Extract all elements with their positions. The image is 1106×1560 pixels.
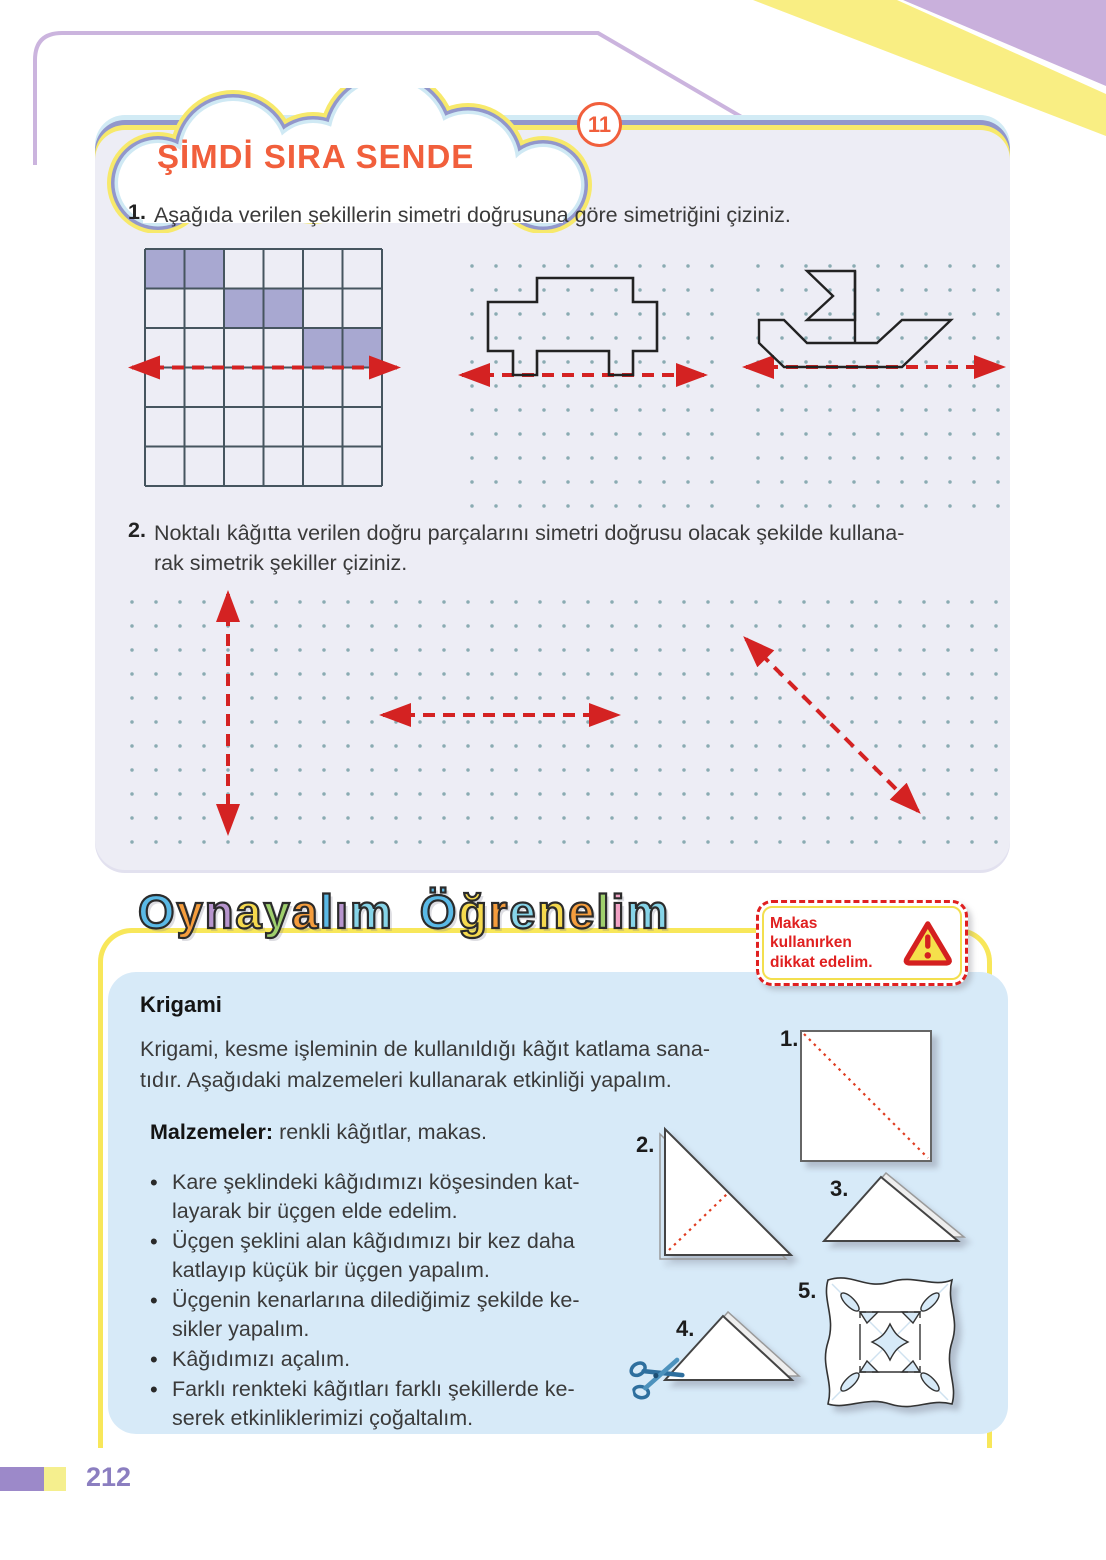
warning-inner: Makas kullanırken dikkat edelim. bbox=[762, 906, 962, 980]
question-2: 2. Noktalı kâğıtta verilen doğru parçala… bbox=[128, 518, 1008, 578]
question-2-line1: Noktalı kâğıtta verilen doğru parçaların… bbox=[153, 521, 905, 545]
intro-line1: Krigami, kesme işleminin de kullanıldığı… bbox=[140, 1037, 711, 1061]
page-frame-line bbox=[33, 31, 764, 165]
intro-line2: tıdır. Aşağıdaki malzemeleri kullanarak … bbox=[140, 1068, 672, 1092]
exercise-panel: ŞİMDİ SIRA SENDE 11 1. Aşağıda verilen ş… bbox=[95, 88, 1010, 870]
step-3-folded-triangle-figure bbox=[821, 1171, 967, 1242]
grid-symmetry-figure bbox=[128, 248, 401, 487]
question-1-text: Aşağıda verilen şekillerin simetri doğru… bbox=[153, 203, 791, 227]
warning-text: Makas kullanırken dikkat edelim. bbox=[770, 914, 873, 971]
list-item: Üçgen şeklini alan kâğıdımızı bir kez da… bbox=[142, 1227, 682, 1285]
car-outline bbox=[486, 276, 659, 377]
question-2-text: Noktalı kâğıtta verilen doğru parçaların… bbox=[154, 518, 904, 578]
step-3-label: 3. bbox=[830, 1176, 849, 1201]
activity-panel: Krigami Krigami, kesme işleminin de kull… bbox=[108, 972, 1008, 1434]
question-2-number: 2. bbox=[128, 518, 146, 542]
activity-heading: Krigami bbox=[140, 992, 222, 1017]
bubble-word-2: Öğrenelim bbox=[419, 884, 671, 939]
dotted-drawing-area bbox=[112, 582, 1002, 858]
fold-line bbox=[803, 1033, 929, 1159]
purple-band bbox=[903, 0, 1106, 86]
cutouts bbox=[840, 1292, 940, 1392]
bubble-word-1: Oynayalım bbox=[137, 884, 394, 939]
cloud-decoration bbox=[107, 88, 592, 233]
step-4-label: 4. bbox=[676, 1316, 695, 1341]
boat-outline bbox=[757, 269, 954, 369]
diagonal-axis-arrow bbox=[743, 636, 921, 814]
question-2-line2: rak simetrik şekiller çiziniz. bbox=[153, 551, 408, 575]
materials-line: Malzemeler: renkli kâğıtlar, makas. bbox=[150, 1120, 487, 1145]
footer-purple-bar bbox=[0, 1467, 44, 1491]
step-1-square-figure bbox=[800, 1030, 932, 1162]
step-2-triangle-figure bbox=[659, 1126, 794, 1260]
warning-triangle-icon bbox=[904, 921, 953, 966]
step-1-label: 1. bbox=[780, 1026, 799, 1051]
list-item: Kare şeklindeki kâğıdımızı köşesinden ka… bbox=[142, 1168, 682, 1226]
page-number: 212 bbox=[86, 1462, 132, 1492]
section2-title: Oynayalım Öğrenelim bbox=[137, 884, 696, 939]
list-item: Üçgenin kenarlarına dilediğimiz şekilde … bbox=[142, 1286, 682, 1344]
list-item: Farklı renkteki kâğıtları farklı şekille… bbox=[142, 1375, 682, 1433]
top-corner-decoration bbox=[33, 0, 1106, 165]
footer-yellow-bar bbox=[44, 1467, 66, 1491]
question-1-number: 1. bbox=[128, 200, 146, 224]
step-5-label: 5. bbox=[798, 1278, 817, 1303]
car-symmetry-figure bbox=[452, 246, 720, 508]
scissors-warning-box: Makas kullanırken dikkat edelim. bbox=[756, 900, 968, 986]
yellow-band bbox=[753, 0, 1106, 136]
materials-text: renkli kâğıtlar, makas. bbox=[273, 1120, 487, 1144]
section1-title: ŞİMDİ SIRA SENDE bbox=[157, 138, 475, 175]
activity-intro: Krigami, kesme işleminin de kullanıldığı… bbox=[140, 1034, 710, 1096]
step-4-cut-triangle-figure bbox=[662, 1310, 801, 1381]
step-2-label: 2. bbox=[636, 1132, 655, 1157]
cloud-body bbox=[118, 88, 581, 223]
materials-label: Malzemeler: bbox=[150, 1120, 274, 1144]
section-number-badge: 11 bbox=[577, 102, 622, 147]
list-item: Kâğıdımızı açalım. bbox=[142, 1345, 682, 1374]
step-5-kirigami-result-figure bbox=[824, 1277, 956, 1408]
scissors-icon bbox=[629, 1357, 685, 1400]
frame-cuts bbox=[859, 1311, 921, 1373]
instruction-list: Kare şeklindeki kâğıdımızı köşesinden ka… bbox=[142, 1168, 682, 1434]
question-1: 1. Aşağıda verilen şekillerin simetri do… bbox=[128, 200, 988, 230]
boat-symmetry-figure bbox=[738, 246, 1010, 508]
